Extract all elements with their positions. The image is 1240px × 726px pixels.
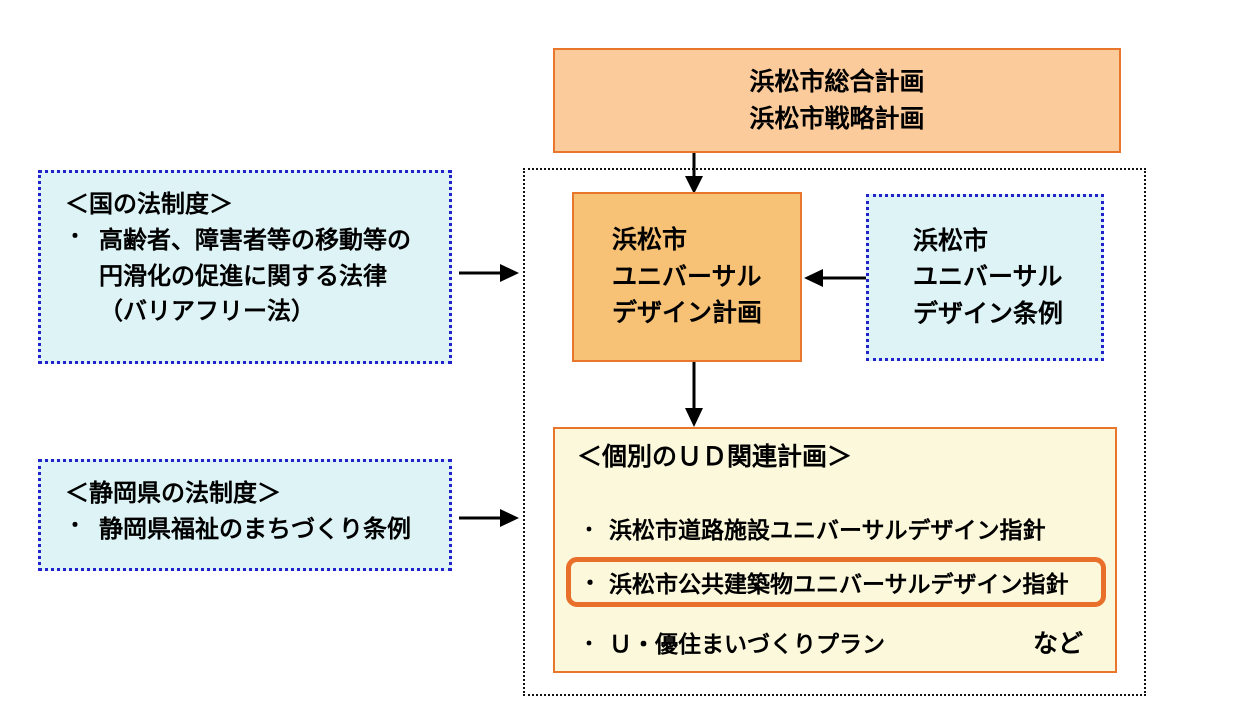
related-plan-item-road[interactable]: ・ 浜松市道路施設ユニバーサルデザイン指針 bbox=[569, 503, 1105, 553]
bullet-marker-icon: ・ bbox=[65, 515, 85, 537]
related-plan-item-housing-text: Ｕ・優住まいづくりプラン bbox=[609, 631, 885, 657]
national-legal-system-header: ＜国の法制度＞ bbox=[65, 191, 233, 218]
prefecture-legal-system-item: ・ 静岡県福祉のまちづくり条例 bbox=[41, 512, 449, 548]
box-related-ud-plans[interactable]: ＜個別のＵＤ関連計画＞ ・ 浜松市道路施設ユニバーサルデザイン指針 ・ 浜松市公… bbox=[553, 427, 1117, 673]
arrow-preflaw-to-relatedplans bbox=[459, 506, 521, 530]
ud-ordinance-line-1: 浜松市 bbox=[913, 226, 989, 255]
ud-plan-line-2: ユニバーサル bbox=[612, 262, 762, 291]
related-plan-item-public-building-highlighted[interactable]: ・ 浜松市公共建築物ユニバーサルデザイン指針 bbox=[566, 557, 1106, 607]
prefecture-legal-system-item-text: 静岡県福祉のまちづくり条例 bbox=[99, 516, 411, 543]
arrow-topplan-to-udplan bbox=[681, 153, 707, 195]
arrow-nationallaw-to-udplan bbox=[459, 261, 521, 285]
bullet-marker-icon: ・ bbox=[579, 572, 601, 595]
bullet-marker-icon: ・ bbox=[579, 519, 599, 541]
ud-plan-line-1: 浜松市 bbox=[612, 226, 688, 255]
box-comprehensive-strategic-plan[interactable]: 浜松市総合計画 浜松市戦略計画 bbox=[553, 48, 1121, 153]
ud-ordinance-label: 浜松市 ユニバーサル デザイン条例 bbox=[869, 223, 1063, 333]
ud-ordinance-line-2: ユニバーサル bbox=[913, 263, 1063, 292]
arrow-ordinance-to-udplan bbox=[802, 266, 866, 290]
strategic-plan-line: 浜松市戦略計画 bbox=[749, 104, 925, 133]
prefecture-legal-system-header: ＜静岡県の法制度＞ bbox=[65, 480, 281, 507]
hamamatsu-plan-group-container bbox=[523, 168, 1146, 696]
national-legal-system-item: ・ 高齢者、障害者等の移動等の 円滑化の促進に関する法律 （バリアフリー法） bbox=[41, 223, 449, 330]
national-legal-system-item-text: 高齢者、障害者等の移動等の 円滑化の促進に関する法律 （バリアフリー法） bbox=[99, 227, 411, 326]
related-plan-item-public-building-text: 浜松市公共建築物ユニバーサルデザイン指針 bbox=[609, 571, 1069, 597]
box-national-legal-system[interactable]: ＜国の法制度＞ ・ 高齢者、障害者等の移動等の 円滑化の促進に関する法律 （バリ… bbox=[38, 170, 452, 364]
related-plans-trailing-note: など bbox=[1032, 630, 1083, 658]
ud-plan-line-3: デザイン計画 bbox=[612, 299, 763, 328]
bullet-marker-icon: ・ bbox=[65, 226, 85, 248]
arrow-udplan-to-relatedplans bbox=[681, 362, 707, 428]
bullet-marker-icon: ・ bbox=[579, 633, 599, 655]
comprehensive-plan-line: 浜松市総合計画 bbox=[749, 68, 925, 97]
related-plan-item-road-text: 浜松市道路施設ユニバーサルデザイン指針 bbox=[609, 517, 1046, 543]
ud-ordinance-line-3: デザイン条例 bbox=[913, 299, 1064, 328]
related-plan-item-housing[interactable]: ・ Ｕ・優住まいづくりプラン など bbox=[569, 617, 1105, 667]
comprehensive-strategic-plan-label: 浜松市総合計画 浜松市戦略計画 bbox=[749, 64, 924, 137]
box-ud-plan[interactable]: 浜松市 ユニバーサル デザイン計画 bbox=[572, 192, 802, 362]
box-prefecture-legal-system[interactable]: ＜静岡県の法制度＞ ・ 静岡県福祉のまちづくり条例 bbox=[38, 459, 452, 571]
box-ud-ordinance[interactable]: 浜松市 ユニバーサル デザイン条例 bbox=[866, 194, 1104, 361]
ud-plan-label: 浜松市 ユニバーサル デザイン計画 bbox=[574, 222, 762, 332]
related-ud-plans-header: ＜個別のＵＤ関連計画＞ bbox=[577, 443, 853, 471]
